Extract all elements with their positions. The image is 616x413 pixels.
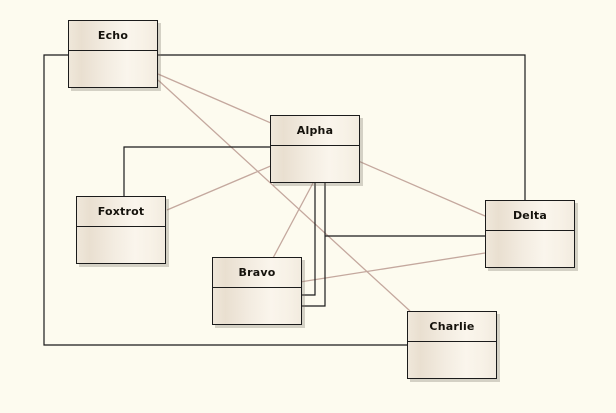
class-node-echo[interactable]: Echo [68, 20, 158, 88]
class-node-title: Alpha [271, 116, 359, 146]
class-node-title: Bravo [213, 258, 301, 288]
class-node-alpha[interactable]: Alpha [270, 115, 360, 183]
class-node-body [77, 227, 165, 264]
orthogonal-edge[interactable] [43, 54, 407, 346]
class-node-title: Delta [486, 201, 574, 231]
orthogonal-edge[interactable] [123, 146, 270, 196]
orthogonal-edge[interactable] [302, 183, 326, 307]
class-node-bravo[interactable]: Bravo [212, 257, 302, 325]
class-node-title: Echo [69, 21, 157, 51]
association-edge[interactable] [299, 252, 486, 283]
class-node-body [69, 51, 157, 88]
class-node-delta[interactable]: Delta [485, 200, 575, 268]
class-node-body [213, 288, 301, 325]
orthogonal-edge[interactable] [302, 183, 316, 296]
orthogonal-edge[interactable] [158, 54, 526, 200]
class-node-body [408, 342, 496, 379]
class-node-foxtrot[interactable]: Foxtrot [76, 196, 166, 264]
class-node-charlie[interactable]: Charlie [407, 311, 497, 379]
association-edge[interactable] [157, 79, 411, 312]
class-node-title: Foxtrot [77, 197, 165, 227]
association-edge[interactable] [272, 182, 314, 259]
class-node-title: Charlie [408, 312, 496, 342]
class-node-body [271, 146, 359, 183]
class-node-body [486, 231, 574, 268]
